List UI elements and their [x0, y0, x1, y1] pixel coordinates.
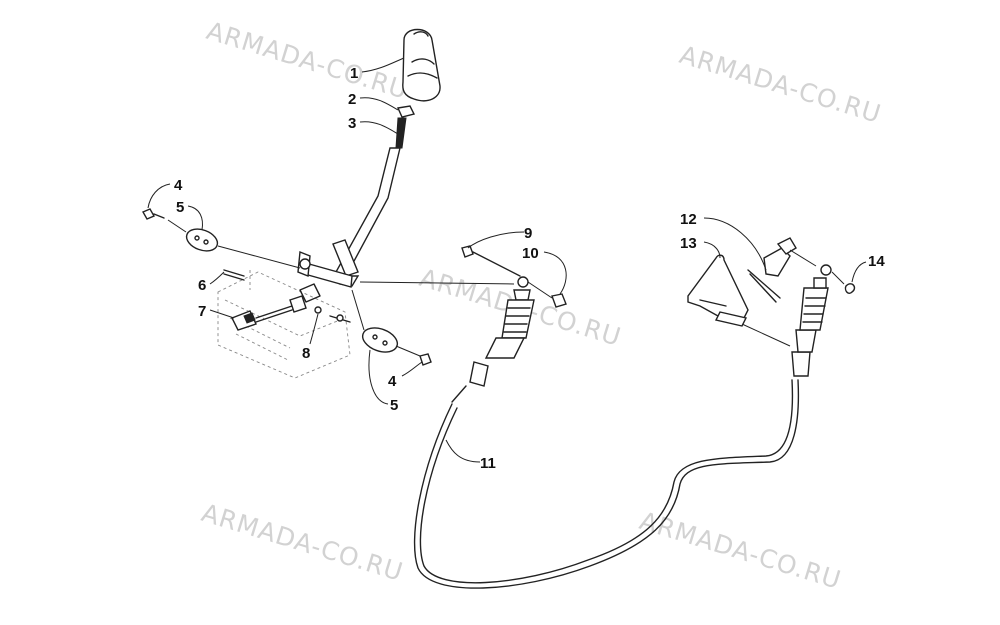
callout-9: 9: [524, 225, 532, 242]
mount-bracket: [687, 237, 817, 327]
callout-2: 2: [348, 91, 356, 108]
callouts: 1 2 3 4 5 6 7 8 4 5 9 10 11 12 13 14: [147, 57, 885, 472]
callout-5-upper: 5: [176, 199, 184, 216]
callout-14: 14: [868, 253, 885, 270]
callout-1: 1: [350, 65, 358, 82]
bolt-washer-lower: [351, 289, 432, 366]
shift-cable: [359, 264, 832, 589]
lever-bracket: [299, 283, 351, 323]
callout-12: 12: [680, 211, 697, 228]
housing-outline: [217, 270, 351, 379]
cable-bolt-nut: [461, 245, 567, 308]
callout-7: 7: [198, 303, 206, 320]
watermark-5: ARMADA-CO.RU: [636, 506, 845, 595]
cotter-pin: [223, 269, 245, 281]
bolt-washer-upper: [142, 208, 301, 269]
callout-10: 10: [522, 245, 539, 262]
knob-nut: [396, 105, 416, 118]
callout-3: 3: [348, 115, 356, 132]
callout-11: 11: [480, 455, 496, 472]
callout-4-lower: 4: [388, 373, 397, 390]
watermark-2: ARMADA-CO.RU: [676, 40, 885, 129]
shift-switch: [231, 295, 307, 331]
callout-13: 13: [680, 235, 697, 252]
callout-4-upper: 4: [174, 177, 183, 194]
shift-knob: [402, 28, 441, 102]
watermark-4: ARMADA-CO.RU: [198, 498, 407, 587]
callout-5-lower: 5: [390, 397, 398, 414]
cable-clip: [831, 271, 856, 295]
watermark-1: ARMADA-CO.RU: [203, 16, 412, 105]
shift-lever: [297, 117, 407, 288]
callout-6: 6: [198, 277, 206, 294]
callout-8: 8: [302, 345, 310, 362]
